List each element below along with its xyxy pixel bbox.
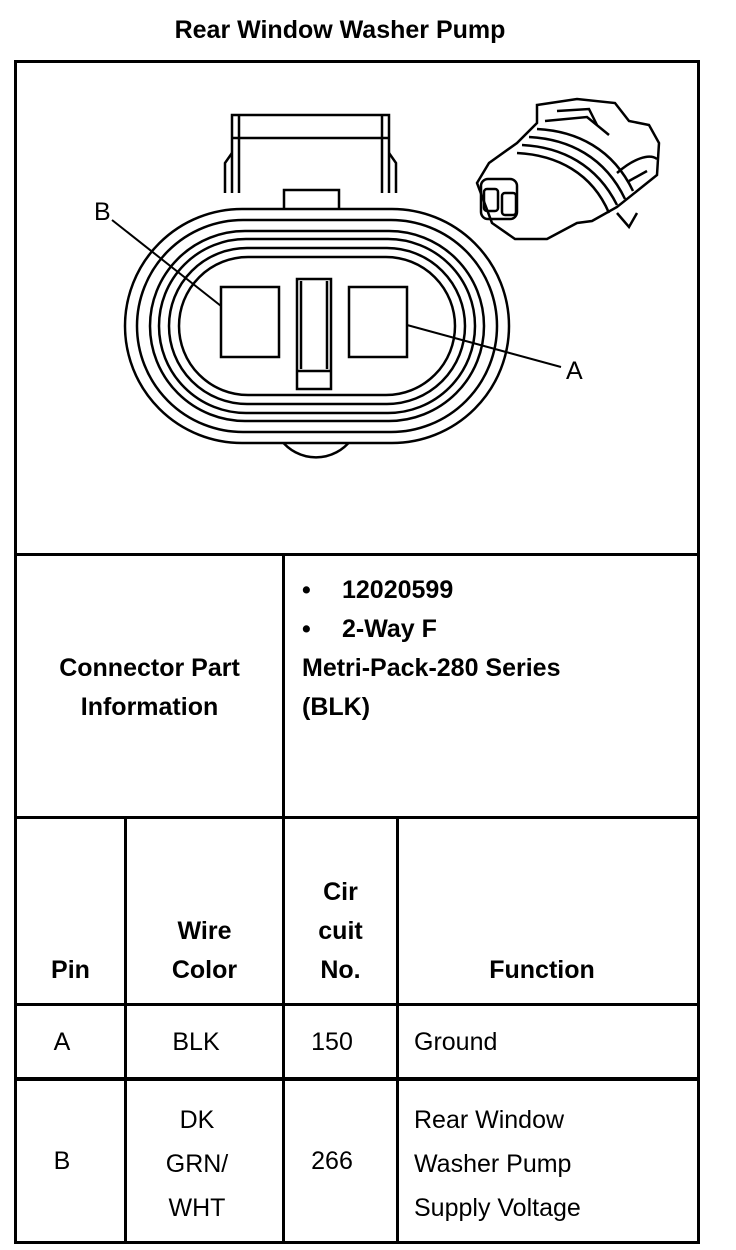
table-row-b-wire-color: DK GRN/ WHT: [165, 1106, 229, 1222]
header-wire-color: Wire Color: [171, 917, 238, 984]
part-number: 12020599: [342, 576, 454, 604]
table-row-a-pin: A: [53, 1028, 71, 1056]
table-row-a-function: Ground: [414, 1028, 498, 1056]
header-circuit-no: Cir cuit No.: [318, 878, 363, 984]
divider-row-a-bottom: [14, 1077, 700, 1081]
connector-part-info-details: • 12020599 • 2-Way F Metri-Pack-280 Seri…: [302, 571, 692, 727]
bullet-icon: •: [302, 615, 311, 643]
page-title: Rear Window Washer Pump: [174, 16, 506, 44]
table-right-border: [697, 60, 700, 1244]
divider-header-bottom: [14, 1003, 700, 1006]
connector-face-drawing: B A: [94, 97, 661, 459]
connector-part-info-label: Connector Part Information: [59, 654, 240, 721]
table-row-b-circuit: 266: [311, 1147, 353, 1175]
connector-color: (BLK): [302, 693, 371, 721]
divider-drawing-bottom: [14, 553, 700, 556]
divider-circuit-column: [396, 816, 399, 1244]
table-row-a-wire-color: BLK: [172, 1028, 220, 1056]
table-row-a-circuit: 150: [311, 1028, 353, 1056]
pin-a-label: A: [566, 357, 583, 385]
divider-part-info-bottom: [14, 816, 700, 819]
connector-perspective-sketch: [475, 97, 661, 241]
table-row-b-pin: B: [53, 1147, 71, 1175]
part-number-item: • 12020599: [302, 571, 692, 610]
header-pin: Pin: [51, 956, 90, 984]
bullet-icon: •: [302, 576, 311, 604]
divider-pin-column: [124, 816, 127, 1244]
header-function: Function: [489, 956, 595, 984]
connector-type: 2-Way F: [342, 615, 437, 643]
connector-series: Metri-Pack-280 Series: [302, 654, 561, 682]
connector-type-item: • 2-Way F: [302, 610, 692, 649]
divider-part-info-column: [282, 553, 285, 1244]
connector-table-frame: [14, 60, 700, 1244]
pin-b-label: B: [94, 198, 111, 226]
table-row-b-function: Rear Window Washer Pump Supply Voltage: [414, 1106, 581, 1222]
